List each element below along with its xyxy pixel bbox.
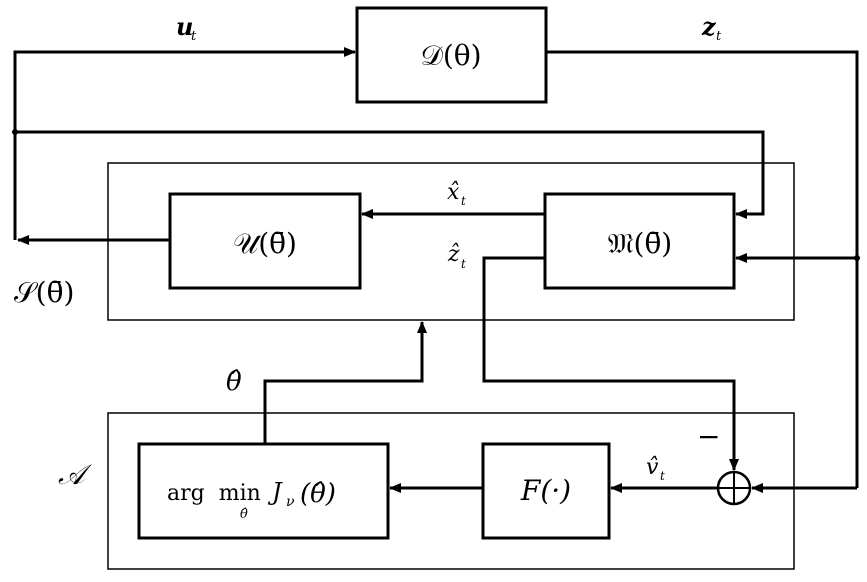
adaptation-group-box [107,412,795,570]
signal-u-sub: t [191,29,197,44]
supervisor-group-label: 𝒮(θ̄) [14,276,74,309]
plant-label: 𝒟(θ) [420,39,481,72]
estimator-label: arg min θ̂ J ν (θ̂) [167,478,336,522]
signal-z-label: z [701,12,717,41]
wire-z-out [546,50,859,488]
estimator-cost-sub: ν [286,494,295,510]
signal-vhat-label: v̂ [646,455,659,480]
signal-theta-hat-label: θ̂ [226,367,242,397]
controller-label: 𝒰(θ̄) [233,227,297,260]
estimator-arg: (θ̂) [300,479,336,509]
signal-zhat-label: ẑ [447,242,460,267]
signal-z-sub: t [716,29,722,44]
signal-u-label: u [176,12,193,41]
wire-u-to-model [15,130,765,219]
estimator-block [137,442,390,540]
wire-theta-hat [263,321,427,444]
wire-u-to-plant [13,47,356,240]
signal-xhat-label: x̂ [447,180,460,205]
filter-block [481,442,611,540]
model-label: 𝔐(θ̄) [608,227,672,260]
signal-xhat-sub: t [461,194,466,208]
junction-dot-right-upper [854,255,860,261]
estimator-prefix: arg min [167,481,261,506]
plant-block [355,6,548,104]
model-block [543,192,736,290]
filter-label: F(·) [520,474,571,507]
wire-zhat [482,256,739,471]
signal-zhat-sub: t [461,257,466,271]
estimator-sub: θ̂ [240,507,248,522]
sum-minus-sign: − [697,420,720,453]
adaptation-group-label: 𝒜 [58,458,92,491]
junction-dot-left [12,129,18,135]
signal-vhat-sub: t [660,469,665,483]
